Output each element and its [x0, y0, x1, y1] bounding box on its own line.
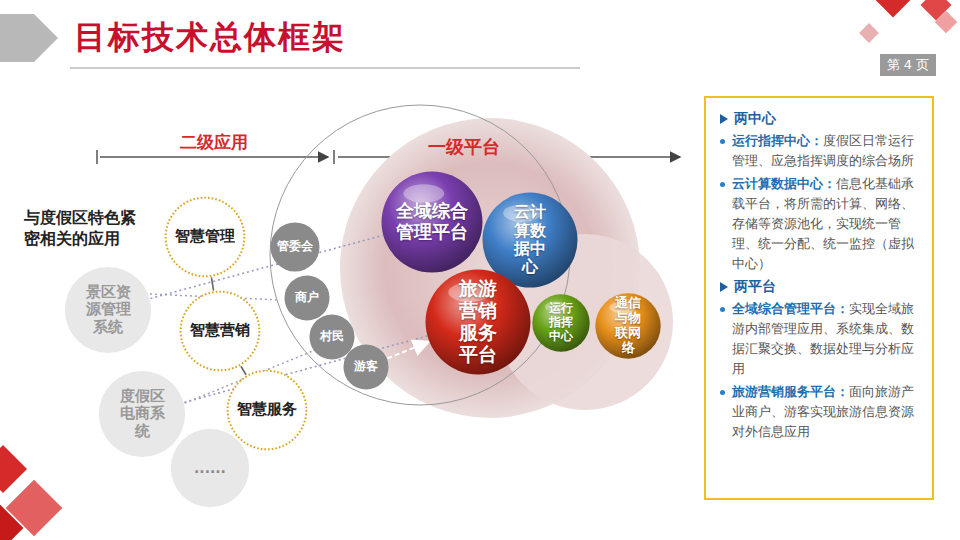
- dotted-ring: [166, 198, 245, 277]
- node-text: 旅游营销服务平台: [459, 278, 497, 365]
- stakeholder-circle: 游客: [343, 344, 389, 390]
- panel-bullet: 云计算数据中心：信息化基础承载平台，将所需的计算、网络、存储等资源池化，实现统一…: [718, 174, 922, 274]
- dark-disc: [309, 314, 354, 359]
- gray-disc: [171, 429, 249, 507]
- heading-text: 两中心: [734, 110, 776, 126]
- deco-square: [875, 0, 912, 17]
- panel-heading: 两平台: [718, 276, 922, 296]
- title-rule: [70, 67, 580, 68]
- gray-disc: [65, 267, 151, 353]
- node-text: 商户: [295, 291, 319, 305]
- group-label: 与度假区特色紧密相关的应用: [24, 208, 146, 250]
- dark-disc: [343, 344, 388, 389]
- app-circle: 智慧管理: [164, 196, 246, 278]
- node-text: 运行指挥中心: [549, 302, 573, 343]
- node-text: 游客: [354, 360, 378, 374]
- node-text: 管委会: [277, 240, 313, 254]
- bullet-head: 全域综合管理平台：: [732, 301, 849, 316]
- deco-square: [935, 11, 958, 34]
- section-label: 一级平台: [428, 135, 500, 159]
- stakeholder-circle: 村民: [309, 314, 355, 360]
- bracket-line: [100, 156, 328, 158]
- platform-ball: 运行指挥中心: [532, 294, 590, 352]
- bullet-dot: [720, 307, 725, 312]
- bracket-tick: [333, 150, 335, 164]
- bullet-head: 运行指挥中心：: [732, 133, 823, 148]
- section-label: 二级应用: [178, 131, 250, 154]
- deco-square: [0, 503, 23, 540]
- ball: [595, 293, 660, 358]
- node-text: 度假区电商系统: [120, 388, 165, 440]
- node-text: 云计算数据中心: [514, 203, 546, 277]
- dark-disc: [271, 223, 320, 272]
- bullet-arrow: [720, 114, 728, 124]
- panel-bullet: 旅游营销服务平台：面向旅游产业商户、游客实现旅游信息资源对外信息应用: [718, 382, 922, 442]
- platform-ball: 通信与物联网络: [595, 293, 661, 359]
- bullet-dot: [720, 390, 725, 395]
- deco-square: [0, 445, 27, 493]
- platform-ball: 旅游营销服务平台: [425, 269, 531, 375]
- slide-title: 目标技术总体框架: [74, 16, 346, 60]
- node-text: 智慧营销: [190, 322, 250, 339]
- outer-arc: [270, 105, 570, 405]
- gray-disc: [99, 371, 185, 457]
- connector: [387, 342, 428, 359]
- heading-text: 两平台: [734, 278, 776, 294]
- ball: [426, 270, 531, 375]
- bullet-arrow: [720, 282, 728, 292]
- ball: [382, 172, 483, 273]
- bullet-dot: [720, 182, 725, 187]
- dotted-ring: [228, 371, 307, 450]
- bullet-dot: [720, 139, 725, 144]
- panel-bullet: 运行指挥中心：度假区日常运行管理、应急指挥调度的综合场所: [718, 131, 922, 171]
- bracket-tick: [96, 150, 98, 164]
- bullet-head: 旅游营销服务平台：: [732, 384, 849, 399]
- dark-disc: [284, 275, 329, 320]
- dotted-ring: [181, 292, 260, 371]
- stakeholder-circle: 管委会: [270, 222, 320, 272]
- platform-ball: 全域综合管理平台: [381, 171, 483, 273]
- node-text: 村民: [320, 330, 344, 344]
- node-text: 全域综合管理平台: [396, 201, 468, 242]
- node-text: ......: [182, 460, 238, 476]
- ball-shine: [403, 184, 444, 202]
- node-text: 景区资源管理系统: [86, 284, 131, 336]
- node-text: 智慧服务: [237, 401, 297, 418]
- corner-arrow: [0, 14, 58, 62]
- app-circle: 智慧服务: [226, 369, 308, 451]
- ball: [532, 294, 589, 351]
- panel-bullet: 全域综合管理平台：实现全域旅游内部管理应用、系统集成、数据汇聚交换、数据处理与分…: [718, 299, 922, 379]
- system-circle: 度假区电商系统: [98, 370, 186, 458]
- panel-heading: 两中心: [718, 108, 922, 128]
- stakeholder-circle: 商户: [284, 275, 330, 321]
- app-circle: 智慧营销: [179, 290, 261, 372]
- connector: [211, 277, 213, 290]
- page-number: 第 4 页: [880, 54, 936, 76]
- deco-square: [859, 23, 879, 43]
- note-panel: 两中心运行指挥中心：度假区日常运行管理、应急指挥调度的综合场所云计算数据中心：信…: [704, 96, 934, 500]
- system-circle: ......: [170, 428, 250, 508]
- bullet-head: 云计算数据中心：: [732, 176, 836, 191]
- connector: [241, 366, 246, 375]
- node-text: 通信与物联网络: [615, 296, 641, 356]
- node-text: 智慧管理: [175, 228, 235, 245]
- system-circle: 景区资源管理系统: [64, 266, 152, 354]
